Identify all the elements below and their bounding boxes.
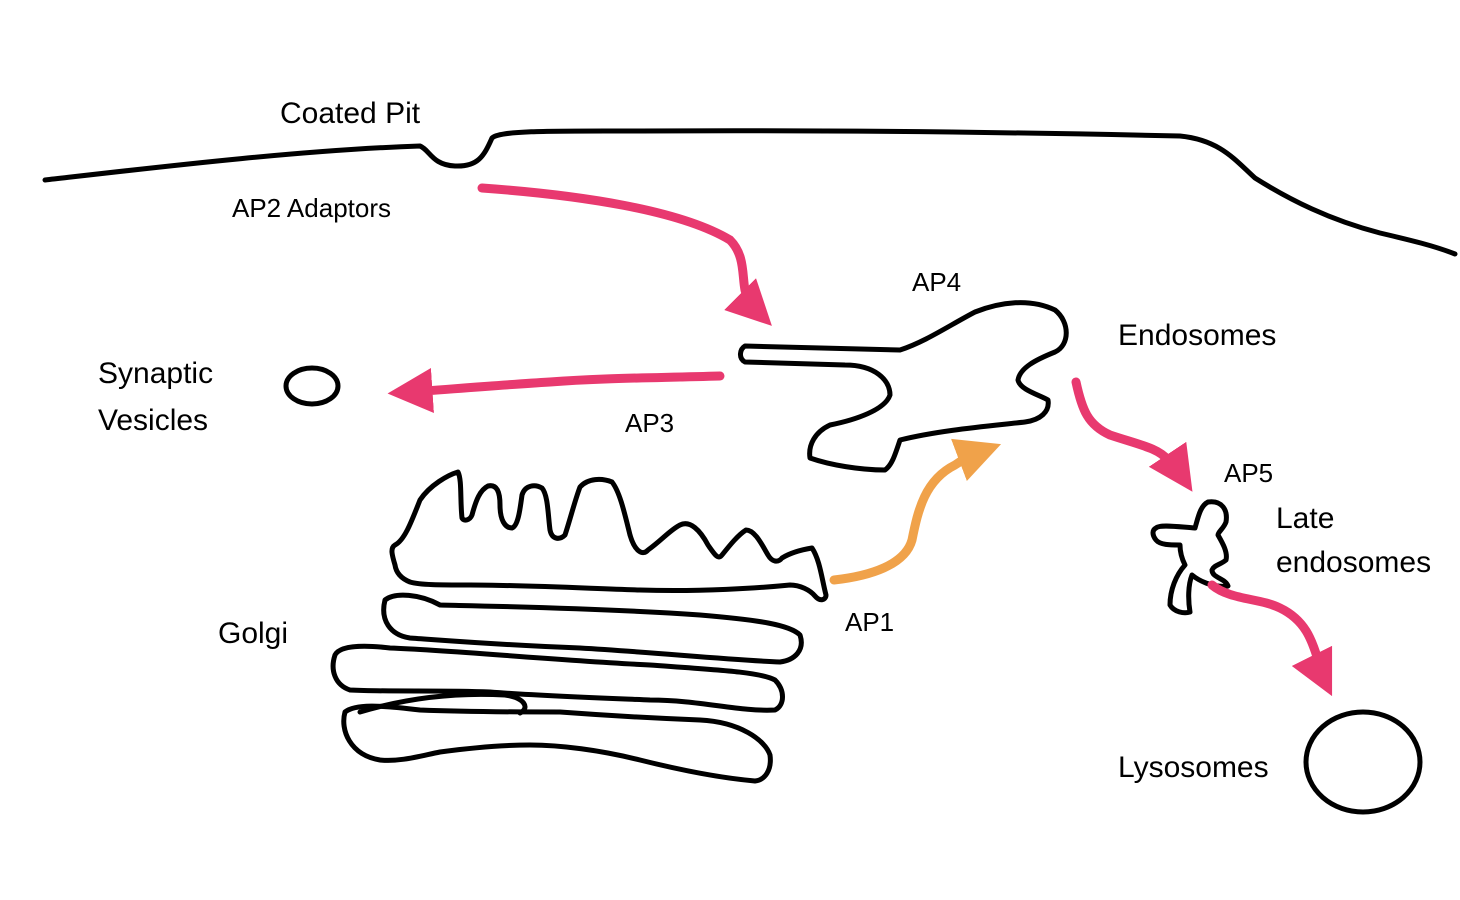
coated-pit-label: Coated Pit — [280, 97, 421, 130]
ap5-arrow — [1071, 377, 1193, 492]
ap2-adaptors-label: AP2 Adaptors — [232, 193, 391, 223]
golgi-overlap-line — [357, 691, 528, 716]
endosomes-late-label: endosomes — [1276, 546, 1432, 579]
late-label: Late — [1276, 502, 1335, 535]
golgi-cisterna-3 — [330, 643, 785, 713]
golgi-cisterna-2 — [381, 592, 804, 665]
ap3-label: AP3 — [625, 408, 675, 438]
lysosome — [1303, 709, 1423, 815]
ap3-arrow — [387, 368, 725, 413]
synaptic-vesicle — [283, 365, 341, 407]
synaptic-label: Synaptic — [98, 357, 214, 390]
golgi-cisterna-4 — [341, 703, 773, 784]
ap2-arrow — [477, 183, 772, 326]
endosome-shape — [738, 300, 1069, 473]
golgi-label: Golgi — [218, 617, 289, 650]
golgi-cisterna-top — [389, 469, 829, 603]
vesicles-label: Vesicles — [98, 404, 209, 437]
late-to-lysosome-arrow — [1207, 580, 1333, 697]
ap1-arrow — [829, 438, 1002, 585]
ap5-label: AP5 — [1224, 458, 1274, 488]
lysosomes-label: Lysosomes — [1118, 751, 1269, 784]
endosomes-label: Endosomes — [1118, 319, 1277, 352]
plasma-membrane — [42, 128, 1458, 257]
ap4-label: AP4 — [912, 267, 962, 297]
ap1-label: AP1 — [845, 607, 895, 637]
late-endosome-shape — [1150, 499, 1231, 616]
